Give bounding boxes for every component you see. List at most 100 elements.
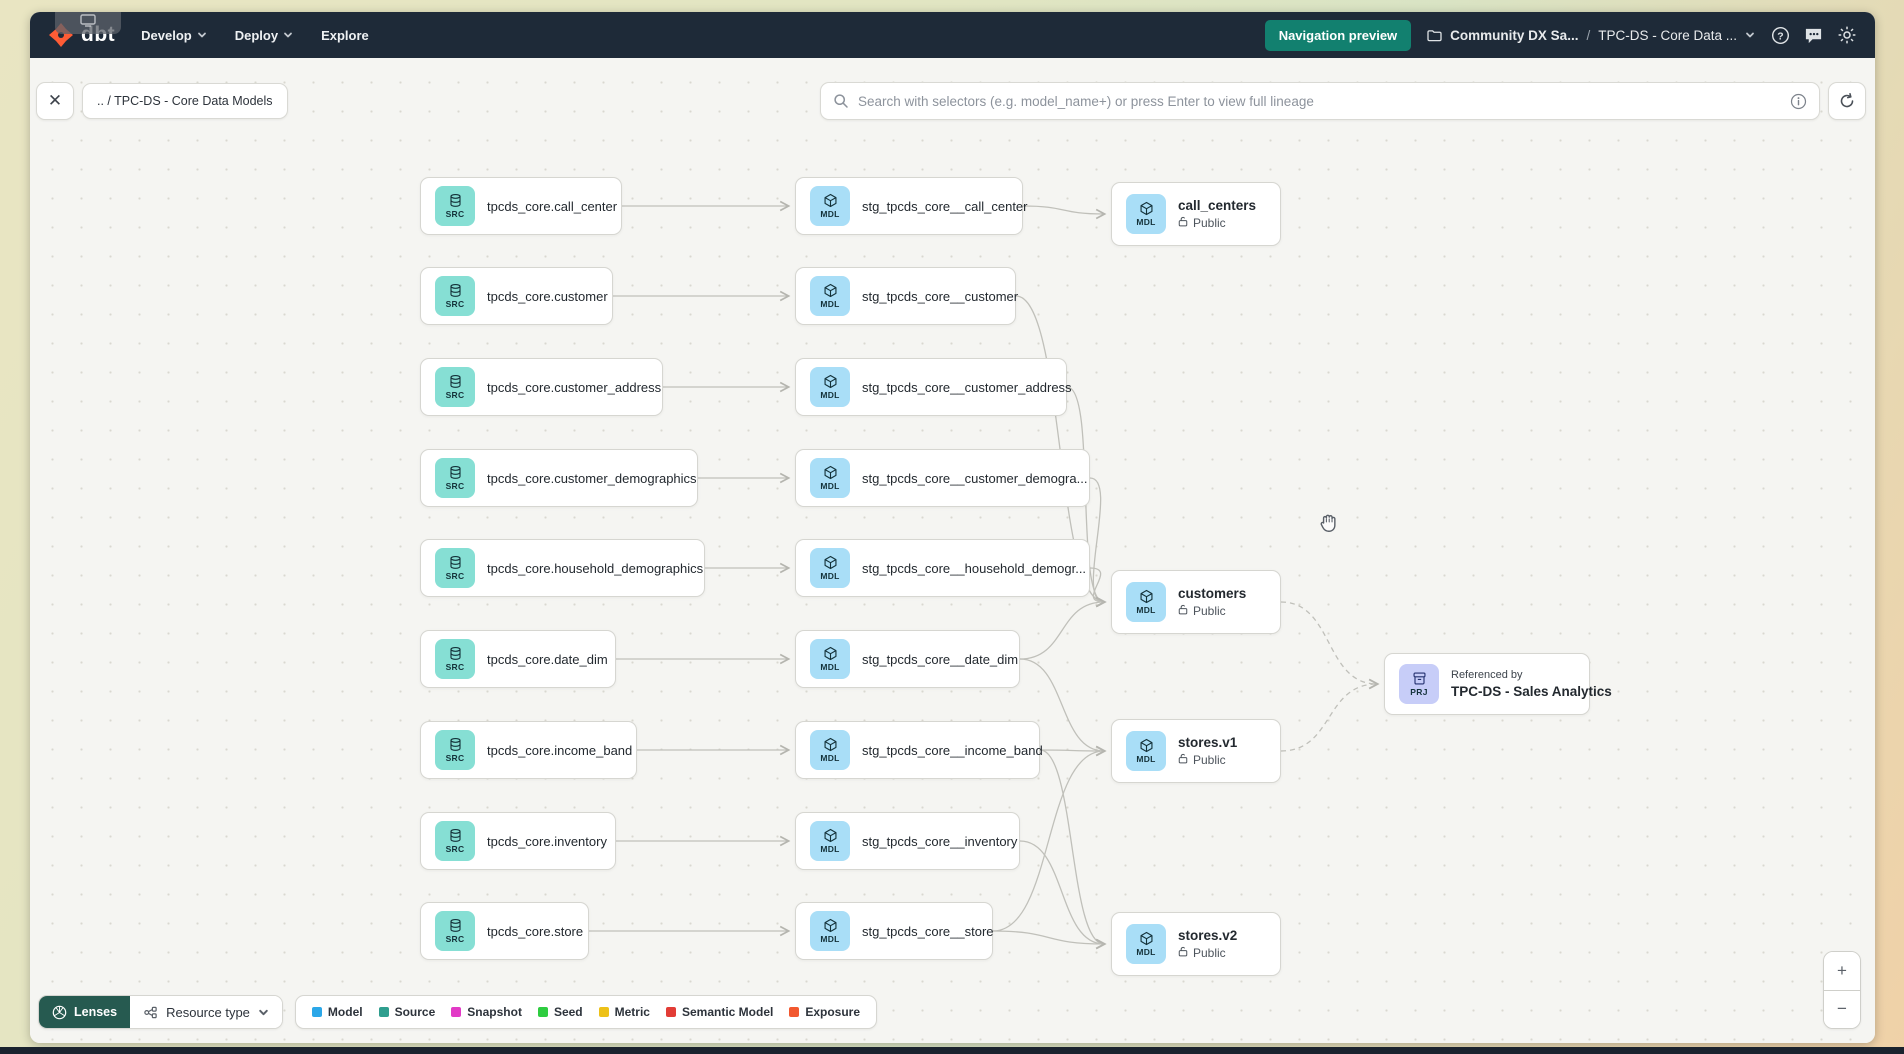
node-access-label: Public xyxy=(1178,216,1256,230)
close-icon: ✕ xyxy=(47,91,63,110)
node-labels: tpcds_core.customer_address xyxy=(487,379,662,395)
node-access-label: Public xyxy=(1178,604,1246,618)
chevron-down-icon xyxy=(1746,32,1754,38)
node-labels: tpcds_core.customer xyxy=(487,289,608,304)
chevron-down-icon xyxy=(284,32,292,38)
feedback-chat-icon[interactable] xyxy=(1804,26,1823,45)
lineage-node-t1[interactable]: MDL stg_tpcds_core__call_center xyxy=(795,177,1028,235)
node-title: call_centers xyxy=(1178,198,1257,213)
legend-item: Metric xyxy=(598,1005,650,1019)
project-badge-icon: PRJ xyxy=(1399,664,1439,704)
search-icon xyxy=(834,94,848,108)
node-title: stg_tpcds_core__call_center xyxy=(862,198,1028,214)
menu-explore[interactable]: Explore xyxy=(321,27,369,43)
top-navbar: dbt Develop Deploy Explore Navigation pr… xyxy=(30,12,1875,58)
node-labels: tpcds_core.household_demographics xyxy=(487,560,704,576)
folder-icon xyxy=(1427,29,1442,41)
resource-type-dropdown[interactable]: Resource type xyxy=(130,996,282,1028)
legend-item: Semantic Model xyxy=(665,1005,773,1019)
lineage-node-s3[interactable]: SRC tpcds_core.customer_address xyxy=(420,358,663,416)
node-title: stores.v2 xyxy=(1178,928,1238,943)
node-pre-label: Referenced by xyxy=(1451,669,1523,681)
node-labels: stg_tpcds_core__inventory xyxy=(862,834,1017,849)
lineage-breadcrumb-chip[interactable]: .. / TPC-DS - Core Data Models xyxy=(82,83,288,119)
node-title: stg_tpcds_core__store xyxy=(862,923,994,939)
node-title: stg_tpcds_core__customer_address xyxy=(862,379,1072,395)
node-title: tpcds_core.store xyxy=(487,923,584,939)
node-access-label: Public xyxy=(1178,753,1237,767)
legend-item: Seed xyxy=(537,1005,583,1019)
lock-icon xyxy=(1178,604,1188,618)
settings-gear-icon[interactable] xyxy=(1837,25,1857,45)
source-badge-icon: SRC xyxy=(435,639,475,679)
chevron-down-icon xyxy=(259,1009,268,1015)
source-badge-icon: SRC xyxy=(435,276,475,316)
lineage-node-s4[interactable]: SRC tpcds_core.customer_demographics xyxy=(420,449,698,507)
node-access-label: Public xyxy=(1178,946,1237,960)
screenshot-overlay-chip xyxy=(55,12,121,34)
lineage-node-s6[interactable]: SRC tpcds_core.date_dim xyxy=(420,630,616,688)
lock-icon xyxy=(1178,216,1188,230)
legend-item: Exposure xyxy=(789,1005,860,1019)
legend-swatch-icon xyxy=(311,1007,322,1017)
node-title: stg_tpcds_core__date_dim xyxy=(862,651,1019,667)
model-badge-icon: MDL xyxy=(810,548,850,588)
breadcrumb-project[interactable]: Community DX Sa... xyxy=(1450,27,1579,43)
zoom-in-button[interactable]: + xyxy=(1824,952,1860,990)
search-input[interactable] xyxy=(858,93,1781,109)
node-title: tpcds_core.customer_demographics xyxy=(487,470,697,486)
info-icon[interactable] xyxy=(1790,93,1807,110)
source-badge-icon: SRC xyxy=(435,458,475,498)
navigation-preview-button[interactable]: Navigation preview xyxy=(1264,19,1412,51)
zoom-out-button[interactable]: − xyxy=(1824,990,1860,1028)
node-title: stg_tpcds_core__income_band xyxy=(862,742,1043,758)
menu-deploy[interactable]: Deploy xyxy=(235,28,293,43)
node-title: stores.v1 xyxy=(1178,735,1238,750)
lineage-node-s2[interactable]: SRC tpcds_core.customer xyxy=(420,267,613,325)
refresh-lineage-button[interactable] xyxy=(1828,82,1866,120)
model-badge-icon: MDL xyxy=(810,276,850,316)
help-icon[interactable]: ? xyxy=(1771,26,1790,45)
model-badge-icon: MDL xyxy=(810,186,850,226)
source-badge-icon: SRC xyxy=(435,548,475,588)
node-labels: stg_tpcds_core__income_band xyxy=(862,742,1043,758)
breadcrumb-page[interactable]: TPC-DS - Core Data ... xyxy=(1598,27,1737,43)
breadcrumb[interactable]: Community DX Sa... / TPC-DS - Core Data … xyxy=(1427,28,1755,43)
node-labels: tpcds_core.date_dim xyxy=(487,652,608,667)
source-badge-icon: SRC xyxy=(435,367,475,407)
node-title: tpcds_core.household_demographics xyxy=(487,560,704,576)
source-badge-icon: SRC xyxy=(435,821,475,861)
refresh-icon xyxy=(1840,93,1854,108)
node-title: tpcds_core.customer_address xyxy=(487,379,662,395)
lineage-node-s5[interactable]: SRC tpcds_core.household_demographics xyxy=(420,539,705,597)
close-lineage-button[interactable]: ✕ xyxy=(36,82,74,120)
zoom-control: + − xyxy=(1823,951,1861,1029)
lenses-button[interactable]: Lenses xyxy=(39,996,131,1028)
menu-develop[interactable]: Develop xyxy=(141,28,207,43)
legend-swatch-icon xyxy=(789,1007,800,1017)
